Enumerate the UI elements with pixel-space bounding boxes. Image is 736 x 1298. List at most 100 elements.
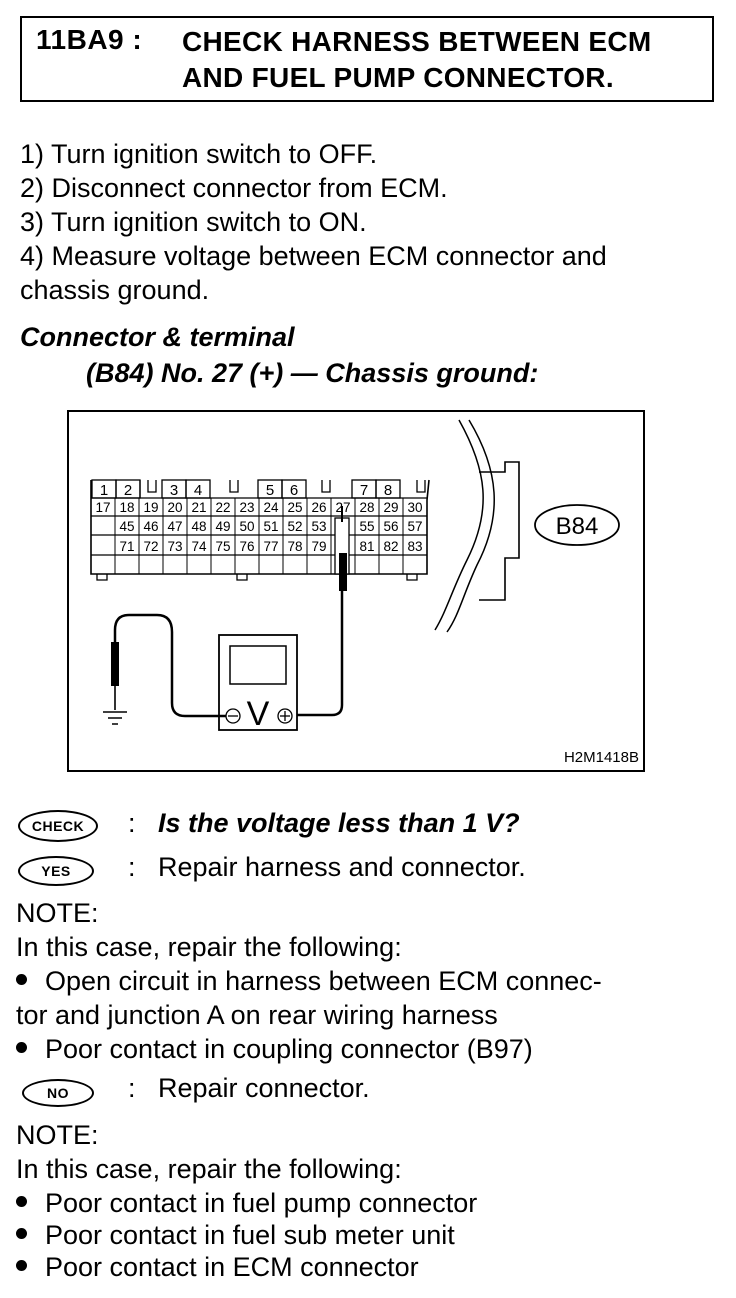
pin-label: 49 <box>215 519 230 534</box>
yes-colon: : <box>128 852 136 882</box>
pin-label: 22 <box>215 500 230 515</box>
pin-label: 45 <box>119 519 134 534</box>
bullet-icon <box>16 1220 45 1250</box>
check-colon: : <box>128 808 136 838</box>
pin-label: 82 <box>383 539 398 554</box>
plus-terminal-icon <box>277 708 293 724</box>
title-line-1: CHECK HARNESS BETWEEN ECM <box>182 26 652 57</box>
pin-label: 46 <box>143 519 158 534</box>
pin-label: 76 <box>239 539 254 554</box>
pin-label: 47 <box>167 519 182 534</box>
title-line-2: AND FUEL PUMP CONNECTOR. <box>182 62 614 93</box>
no-note-label: NOTE: <box>16 1120 99 1150</box>
yes-bullet-2: Poor contact in coupling connector (B97) <box>16 1034 533 1065</box>
procedure-steps: 1) Turn ignition switch to OFF. 2) Disco… <box>20 137 720 307</box>
pin-label: 7 <box>360 482 368 499</box>
step-2: 2) Disconnect connector from ECM. <box>20 173 448 203</box>
step-3: 3) Turn ignition switch to ON. <box>20 207 367 237</box>
pin-label: 73 <box>167 539 182 554</box>
pin-label: 55 <box>359 519 374 534</box>
connector-label: B84 <box>556 513 599 540</box>
pin-label: 71 <box>119 539 134 554</box>
step-4: 4) Measure voltage between ECM connector… <box>20 241 607 271</box>
connector-heading: Connector & terminal <box>20 322 295 352</box>
pin-label: 57 <box>407 519 422 534</box>
pin-label: 28 <box>359 500 374 515</box>
pin-label: 23 <box>239 500 254 515</box>
harness-body <box>479 461 520 601</box>
pin-label: 83 <box>407 539 422 554</box>
pin-label: 25 <box>287 500 302 515</box>
pin-label: 72 <box>143 539 158 554</box>
pin-label: 56 <box>383 519 398 534</box>
connector-row-1 <box>91 479 426 499</box>
yes-note-intro: In this case, repair the following: <box>16 932 402 962</box>
connector-spec: (B84) No. 27 (+) — Chassis ground: <box>86 358 539 388</box>
wiring-diagram: 1 2 3 4 5 6 7 8 171819202122232425262728… <box>67 410 645 772</box>
check-question: Is the voltage less than 1 V? <box>158 808 520 838</box>
no-colon: : <box>128 1073 136 1103</box>
pin-label: 2 <box>124 482 132 499</box>
pin-label: 20 <box>167 500 182 515</box>
pin-label: 6 <box>290 482 298 499</box>
pin-label: 52 <box>287 519 302 534</box>
connector-bottom-notches <box>96 574 418 581</box>
pin-label: 1 <box>100 482 108 499</box>
pin-label: 29 <box>383 500 398 515</box>
step-code: 11BA9 : <box>36 24 143 55</box>
figure-border <box>67 410 645 772</box>
step-4-continued: chassis ground. <box>20 275 210 305</box>
break-line-left <box>434 419 484 631</box>
no-bullet-2: Poor contact in fuel sub meter unit <box>16 1220 455 1251</box>
pin-label: 26 <box>311 500 326 515</box>
pin-label: 50 <box>239 519 254 534</box>
figure-code: H2M1418B <box>564 749 639 766</box>
yes-bullet-1: Open circuit in harness between ECM conn… <box>16 966 602 997</box>
no-badge: NO <box>22 1079 94 1107</box>
probe-wire-positive <box>289 591 344 717</box>
header-box: 11BA9 : CHECK HARNESS BETWEEN ECM AND FU… <box>20 16 714 102</box>
pin-label: 3 <box>170 482 178 499</box>
pin-label: 75 <box>215 539 230 554</box>
step-1: 1) Turn ignition switch to OFF. <box>20 139 378 169</box>
probe-wire-negative <box>113 613 226 718</box>
connector-label-oval <box>534 504 620 546</box>
pin-label: 51 <box>263 519 278 534</box>
voltmeter-symbol: V <box>247 695 270 733</box>
connector-row-1-labels: 1 2 3 4 5 6 7 8 <box>100 482 392 499</box>
pin-label: 48 <box>191 519 206 534</box>
ground-probe-body <box>111 642 119 686</box>
connector-grid-verticals <box>90 498 428 574</box>
pin-label: 81 <box>359 539 374 554</box>
pin-label: 8 <box>384 482 392 499</box>
no-note-intro: In this case, repair the following: <box>16 1154 402 1184</box>
ground-icon <box>103 711 127 725</box>
pin-label: 74 <box>191 539 207 554</box>
pin-label: 17 <box>95 500 110 515</box>
pin-label: 19 <box>143 500 158 515</box>
connector-outline <box>90 479 430 575</box>
voltmeter <box>218 634 298 731</box>
no-bullet-3: Poor contact in ECM connector <box>16 1252 419 1283</box>
pin-label: 53 <box>311 519 326 534</box>
page-title: CHECK HARNESS BETWEEN ECM AND FUEL PUMP … <box>182 24 652 96</box>
yes-bullet-1-continued: tor and junction A on rear wiring harnes… <box>16 1000 498 1030</box>
connector-row-3-labels: 45 46 47 48 49 50 51 52 53 55 56 57 <box>119 519 422 534</box>
pin-label: 78 <box>287 539 302 554</box>
probe-body <box>339 553 347 591</box>
yes-action: Repair harness and connector. <box>158 852 526 882</box>
no-action: Repair connector. <box>158 1073 370 1103</box>
pin-label: 79 <box>311 539 326 554</box>
check-badge: CHECK <box>18 810 98 842</box>
voltmeter-display <box>229 645 287 685</box>
pin-label: 24 <box>263 500 279 515</box>
yes-note-label: NOTE: <box>16 898 99 928</box>
pin-label: 77 <box>263 539 278 554</box>
connector-row-2-labels: 1718192021222324252627282930 <box>95 500 422 515</box>
yes-badge: YES <box>18 856 94 886</box>
bullet-icon <box>16 1252 45 1282</box>
connector-row-4-labels: 71 72 73 74 75 76 77 78 79 81 82 83 <box>119 539 422 554</box>
bullet-icon <box>16 1188 45 1218</box>
no-bullet-1: Poor contact in fuel pump connector <box>16 1188 477 1219</box>
break-line-right <box>446 419 495 633</box>
